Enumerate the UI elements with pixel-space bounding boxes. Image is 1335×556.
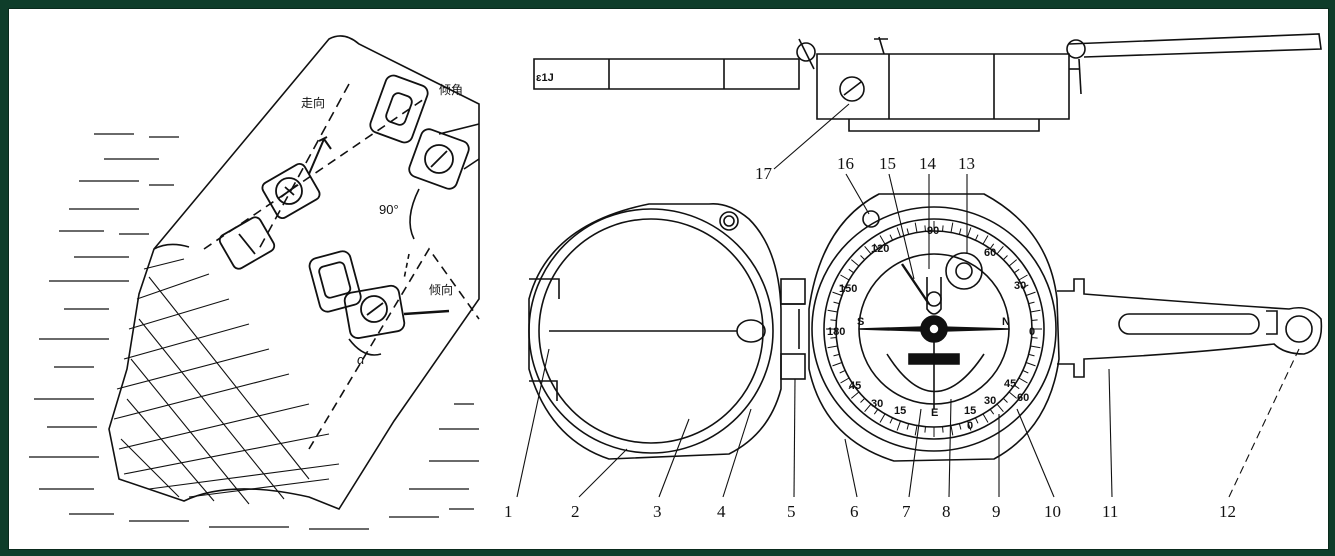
part-number-6: 6 [850,502,859,521]
block-top-face [108,35,480,510]
compass-on-strike [218,162,321,270]
dial-e: E [931,407,938,419]
clino-45-left: 45 [849,380,861,392]
water-lines [29,133,479,530]
hinge [780,278,806,380]
part-number-2: 2 [571,502,580,521]
dial-60: 60 [984,247,996,259]
part-number-14: 14 [919,154,937,173]
compass-side-view [533,33,1322,132]
dial-150: 150 [839,283,857,295]
left-figure-labels: 走向 倾角 倾向 90° α [301,83,463,367]
dial-180: 180 [827,326,845,338]
part-number-labels: 1 2 3 4 5 6 7 8 9 10 11 12 13 14 15 16 1… [504,154,1236,521]
alpha-label: α [357,352,365,367]
strike-label: 走向 [301,95,325,110]
clino-30-left: 30 [871,398,883,410]
clino-15-right: 15 [964,405,976,417]
compass-lid [528,202,782,460]
clino-30-right: 30 [984,395,996,407]
outer-dial-ticks [826,221,1042,437]
dial-90: 90 [927,225,939,237]
dial-n: N [1002,316,1010,328]
compass-on-dip-direction [308,250,450,339]
side-view-mark: ɛ1J [536,72,554,84]
dial-120: 120 [871,243,889,255]
part-number-1: 1 [504,502,513,521]
round-level [945,252,983,290]
strike-arrow [308,136,332,175]
alpha-arc [348,338,382,356]
dial-30: 30 [1014,280,1026,292]
compass-illustration: 走向 倾角 倾向 90° α ɛ1J 90 120 150 180 60 30 … [29,33,1323,530]
part-number-12: 12 [1219,502,1236,521]
rock-hatching [113,258,340,505]
part-number-7: 7 [902,502,911,521]
clino-15-left: 15 [894,405,906,417]
handle-arm [1057,278,1323,378]
part-number-11: 11 [1102,502,1118,521]
dip-direction-label: 倾向 [429,282,453,297]
dial-0: 0 [1029,326,1035,338]
dial-labels: 90 120 150 180 60 30 0 S N E 45 30 15 15… [827,225,1035,432]
right-angle-label: 90° [379,202,399,217]
part-number-15: 15 [879,154,896,173]
dial-s: S [857,316,864,328]
part-number-4: 4 [717,502,726,521]
compass-body [808,193,1060,462]
part-number-3: 3 [653,502,662,521]
right-angle-arc [409,188,420,240]
clino-60: 60 [1017,392,1029,404]
part-number-17: 17 [755,164,773,183]
part-number-10: 10 [1044,502,1061,521]
leader-lines [516,103,1300,498]
illustration-frame: 走向 倾角 倾向 90° α ɛ1J 90 120 150 180 60 30 … [8,8,1329,550]
part-number-16: 16 [837,154,854,173]
part-number-8: 8 [942,502,951,521]
part-number-9: 9 [992,502,1001,521]
clino-45-right: 45 [1004,378,1016,390]
compass-on-dip-angle [369,74,470,190]
dip-angle-label: 倾角 [439,83,463,97]
part-number-5: 5 [787,502,796,521]
part-number-13: 13 [958,154,975,173]
clino-0: 0 [967,420,973,432]
rock-block-figure [29,35,480,530]
